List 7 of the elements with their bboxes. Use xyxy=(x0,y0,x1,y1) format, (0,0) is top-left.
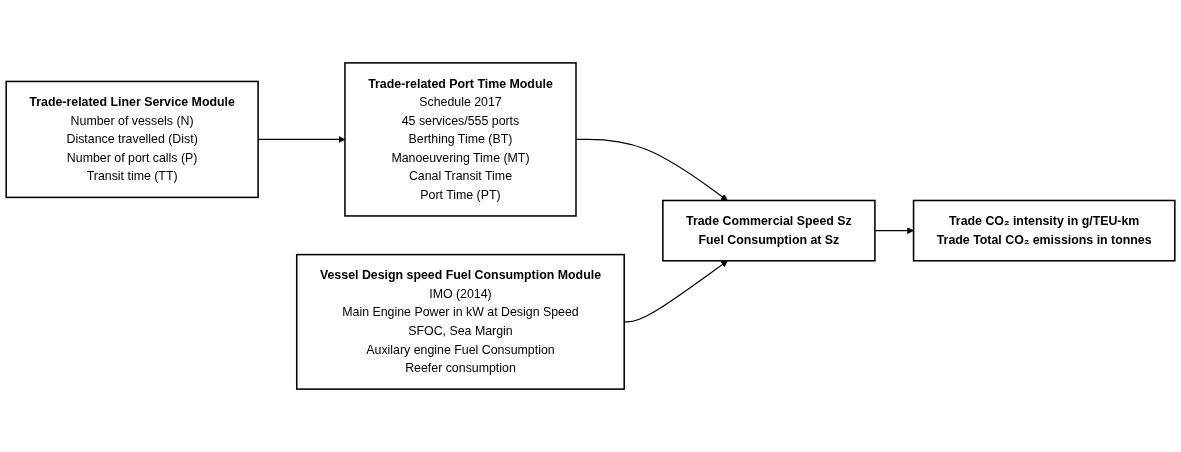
arrow xyxy=(874,227,914,235)
node-box: Trade CO₂ intensity in g/TEU-km Trade Total CO₂ emissions in tonnes xyxy=(912,199,1176,262)
node-box: Trade-related Liner Service Module Number of vessels (N) Distance travelled (Dist) Number of port calls (P) Transit time (TT) xyxy=(5,80,259,199)
node-box: Trade-related Port Time Module Schedule 2017 45 services/555 ports Berthing Time (BT) Manoeuvering Time (MT) Canal Transit Time Port Time (PT) xyxy=(344,62,577,217)
arrow xyxy=(575,138,728,201)
node-box: Trade Commercial Speed Sz Fuel Consumption at Sz xyxy=(662,199,876,262)
node-box: Vessel Design speed Fuel Consumption Module IMO (2014) Main Engine Power in kW at Design Speed SFOC, Sea Margin Auxilary engine Fuel Consumption Reefer consumption xyxy=(295,253,625,390)
